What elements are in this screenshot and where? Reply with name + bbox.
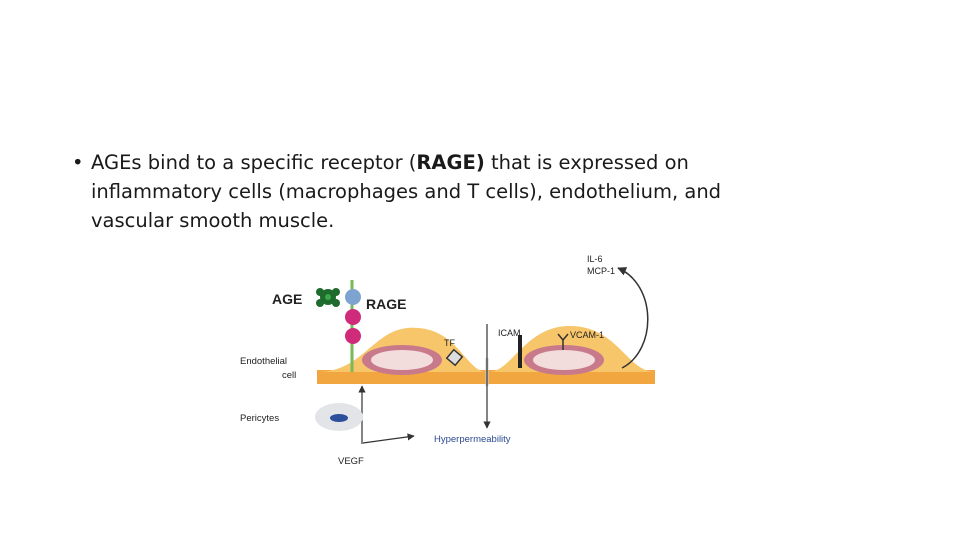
cytokine-curved-arrow [617,267,649,369]
pericyte-nucleus [330,414,348,422]
tf-marker-icon [445,348,464,367]
bullet-marker: • [72,151,84,174]
label-icam: ICAM [498,328,521,338]
label-pericytes: Pericytes [240,413,279,424]
bullet-bold-rage: RAGE) [416,151,485,174]
label-endothelial-1: Endothelial [240,356,287,367]
rage-domain-blue [345,289,361,305]
label-rage: RAGE [366,296,406,312]
label-vcam: VCAM-1 [570,330,604,340]
age-molecule-icon [316,288,340,307]
bullet-text-part: that is expressed on [484,151,689,174]
rage-domain-pink-1 [345,309,361,325]
label-mcp1: MCP-1 [587,266,615,276]
label-endothelial-2: cell [282,370,296,381]
label-vegf: VEGF [338,456,364,467]
vcam-y-icon [557,333,569,350]
label-age: AGE [272,291,302,307]
label-tf: TF [444,338,455,348]
rage-domain-pink-2 [345,328,361,344]
label-hyperpermeability: Hyperpermeability [434,434,511,445]
bullet-line-2: inflammatory cells (macrophages and T ce… [91,180,722,203]
label-il6: IL-6 [587,254,603,264]
bullet-line-1: • AGEs bind to a specific receptor (RAGE)… [72,148,852,177]
diagram-svg: AGE RAGE Endothelial cell Pericytes TF I… [240,254,655,467]
bullet-line-3: vascular smooth muscle. [91,209,335,232]
bullet-text-part: AGEs bind to a specific receptor ( [91,151,417,174]
bullet-text: • AGEs bind to a specific receptor (RAGE)… [72,148,852,235]
age-rage-diagram: AGE RAGE Endothelial cell Pericytes TF I… [232,240,672,480]
nucleus-right-inner [533,350,595,370]
nucleus-left-inner [371,350,433,370]
vegf-right-arrow [362,433,415,444]
